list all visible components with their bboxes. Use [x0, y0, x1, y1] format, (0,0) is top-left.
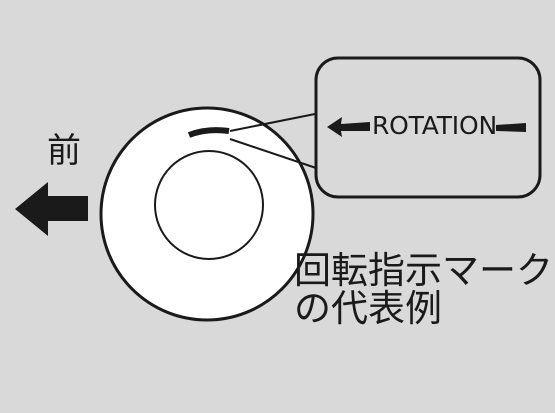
- callout-bar-icon: [496, 123, 526, 132]
- callout-arrow-left-icon: [327, 117, 370, 137]
- rotation-mark-icon: [187, 127, 230, 138]
- callout-box: [314, 56, 542, 199]
- leader-line-top: [229, 112, 321, 132]
- leader-line-bottom: [229, 138, 323, 171]
- wheel-hub: [154, 150, 264, 260]
- caption-line-2: の代表例: [294, 286, 442, 330]
- front-label: 前: [47, 131, 81, 171]
- front-arrow-icon: [15, 182, 88, 236]
- caption-line-1: 回転指示マーク: [294, 249, 553, 292]
- rotation-label: ROTATION: [372, 111, 497, 140]
- caption: 回転指示マーク の代表例: [294, 252, 554, 327]
